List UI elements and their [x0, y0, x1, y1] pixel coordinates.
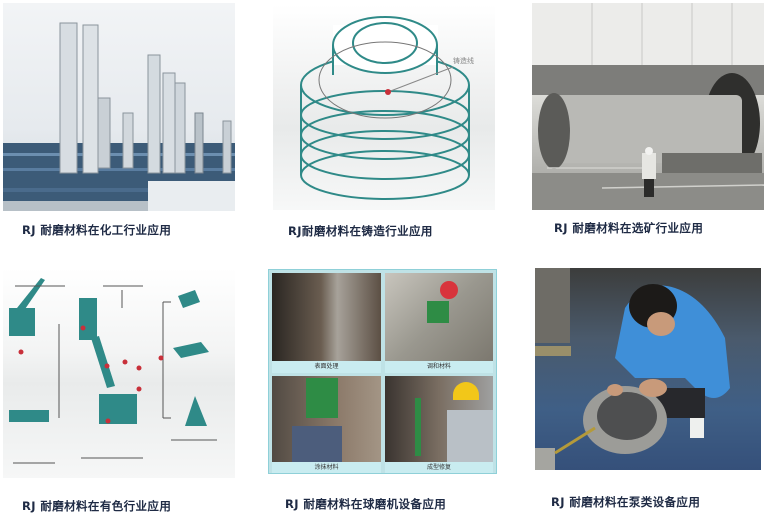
pulley-drawing: 铸造线: [300, 16, 474, 200]
pump-repair-image[interactable]: [535, 268, 761, 470]
process-flow-diagram: [9, 278, 217, 464]
caption-mining[interactable]: RJ 耐磨材料在选矿行业应用: [554, 221, 704, 235]
caption-ballmill[interactable]: RJ 耐磨材料在球磨机设备应用: [285, 497, 447, 511]
panel-forming: [385, 376, 493, 462]
nonferrous-diagram-image[interactable]: [3, 268, 235, 478]
chemical-plant-image[interactable]: [3, 3, 235, 211]
casting-pulley-image[interactable]: 铸造线: [273, 5, 495, 210]
chemical-plant-illustration: [3, 22, 235, 211]
caption-chemical[interactable]: RJ 耐磨材料在化工行业应用: [22, 223, 172, 237]
caption-nonferrous[interactable]: RJ 耐磨材料在有色行业应用: [22, 499, 172, 513]
caption-pump[interactable]: RJ 耐磨材料在泵类设备应用: [551, 495, 701, 509]
mining-ballmill-image[interactable]: [532, 3, 764, 210]
caption-casting[interactable]: RJ耐磨材料在铸造行业应用: [288, 224, 433, 238]
pump-repair-illustration: [535, 268, 730, 470]
ballmill-collage-image[interactable]: 表面处理 调和材料 涂抹材料 成型修复: [268, 269, 497, 474]
ballmill-illustration: [532, 3, 764, 210]
svg-text:铸造线: 铸造线: [453, 56, 474, 65]
panel-coating: [272, 376, 381, 462]
panel-mixing: [385, 273, 493, 361]
panel-surface-treatment: [272, 273, 381, 361]
